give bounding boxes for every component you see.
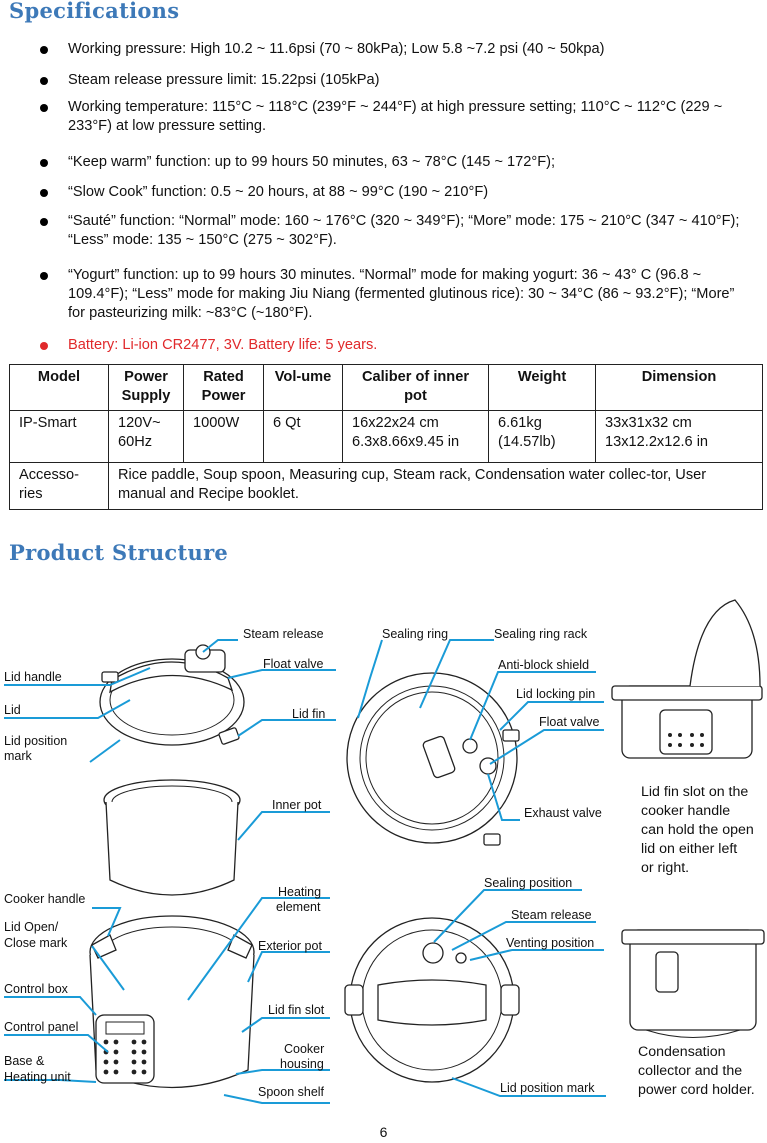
bullet-icon — [40, 218, 48, 226]
bullet-icon — [40, 46, 48, 54]
spec-item: Working temperature: 115°C ~ 118°C (239°… — [38, 98, 753, 136]
table-header: Power Supply — [108, 364, 184, 411]
product-structure-heading: Product Structure — [9, 540, 229, 565]
table-header-row: Model Power Supply Rated Power Vol-ume C… — [9, 364, 763, 411]
label-control-box: Control box — [4, 982, 69, 996]
label-lid-open-close-2: Close mark — [4, 936, 68, 950]
bullet-icon — [40, 77, 48, 85]
table-cell-volume: 6 Qt — [263, 410, 343, 463]
specifications-table: Model Power Supply Rated Power Vol-ume C… — [9, 364, 763, 510]
label-venting-position: Venting position — [506, 936, 594, 950]
bullet-icon — [40, 342, 48, 350]
spec-item: “Sauté” function: “Normal” mode: 160 ~ 1… — [38, 212, 753, 250]
table-cell-accessories-value: Rice paddle, Soup spoon, Measuring cup, … — [108, 462, 763, 510]
table-header: Model — [9, 364, 109, 411]
label-exhaust-valve: Exhaust valve — [524, 806, 602, 820]
label-steam-release: Steam release — [243, 627, 324, 641]
label-lid-handle: Lid handle — [4, 670, 62, 684]
table-cell-power-supply: 120V~ 60Hz — [108, 410, 184, 463]
table-row-accessories: Accesso-ries Rice paddle, Soup spoon, Me… — [9, 462, 763, 510]
label-base-heating: Base & — [4, 1054, 45, 1068]
label-cooker-handle: Cooker handle — [4, 892, 85, 906]
label-lid-position-mark-full: Lid position mark — [500, 1081, 595, 1095]
table-header: Vol-ume — [263, 364, 343, 411]
bullet-icon — [40, 104, 48, 112]
label-anti-block-shield: Anti-block shield — [498, 658, 589, 672]
label-sealing-ring-rack: Sealing ring rack — [494, 627, 588, 641]
callout-lines — [4, 639, 606, 1104]
table-row: IP-Smart 120V~ 60Hz 1000W 6 Qt 16x22x24 … — [9, 410, 763, 463]
label-lid: Lid — [4, 703, 21, 717]
label-steam-release-2: Steam release — [511, 908, 592, 922]
spec-item: “Keep warm” function: up to 99 hours 50 … — [38, 153, 753, 172]
label-spoon-shelf: Spoon shelf — [258, 1085, 325, 1099]
label-control-panel: Control panel — [4, 1020, 78, 1034]
label-lid-locking-pin: Lid locking pin — [516, 687, 595, 701]
lid-underside-illustration — [346, 672, 520, 846]
closed-cooker-illustration — [344, 917, 520, 1083]
spec-item-battery: Battery: Li-ion CR2477, 3V. Battery life… — [38, 336, 753, 355]
table-cell-rated-power: 1000W — [183, 410, 264, 463]
table-cell-weight: 6.61kg(14.57lb) — [488, 410, 596, 463]
condensation-note: Condensation collector and the power cor… — [638, 1044, 755, 1098]
label-lid-open-close: Lid Open/ — [4, 920, 59, 934]
label-float-valve-2: Float valve — [539, 715, 599, 729]
table-header: Rated Power — [183, 364, 264, 411]
label-sealing-position: Sealing position — [484, 876, 572, 890]
spec-item: “Slow Cook” function: 0.5 ~ 20 hours, at… — [38, 183, 753, 202]
spec-item: Working pressure: High 10.2 ~ 11.6psi (7… — [38, 40, 753, 59]
label-lid-position-mark-2: mark — [4, 749, 33, 763]
label-heating-element-2: element — [276, 900, 321, 914]
bullet-icon — [40, 159, 48, 167]
page-number: 6 — [379, 1124, 388, 1140]
table-cell-accessories-label: Accesso-ries — [9, 462, 109, 510]
specifications-heading: Specifications — [9, 0, 180, 23]
bullet-icon — [40, 272, 48, 280]
bullet-icon — [40, 189, 48, 197]
product-structure-diagram: Steam release Float valve Lid handle Lid… — [4, 599, 765, 1104]
label-lid-fin-slot: Lid fin slot — [268, 1003, 325, 1017]
spec-item: Steam release pressure limit: 15.22psi (… — [38, 71, 753, 90]
table-header: Caliber of inner pot — [342, 364, 489, 411]
lid-fin-slot-note: Lid fin slot on the cooker handle can ho… — [641, 784, 754, 876]
lid-illustration — [99, 644, 245, 746]
label-sealing-ring: Sealing ring — [382, 627, 448, 641]
label-heating-element: Heating — [278, 885, 321, 899]
label-float-valve: Float valve — [263, 657, 323, 671]
condensation-collector-illustration — [621, 929, 765, 1038]
label-lid-position-mark: Lid position — [4, 734, 67, 748]
label-exterior-pot: Exterior pot — [258, 939, 322, 953]
open-lid-cooker-illustration — [611, 599, 763, 759]
label-lid-fin: Lid fin — [292, 707, 325, 721]
label-cooker-housing: Cooker — [284, 1042, 324, 1056]
diagram-labels: Steam release Float valve Lid handle Lid… — [4, 627, 602, 1099]
label-base-heating-2: Heating unit — [4, 1070, 71, 1084]
label-inner-pot: Inner pot — [272, 798, 322, 812]
spec-item: “Yogurt” function: up to 99 hours 30 min… — [38, 266, 753, 323]
table-cell-model: IP-Smart — [9, 410, 109, 463]
inner-pot-illustration — [103, 779, 241, 896]
table-header: Dimension — [595, 364, 763, 411]
control-panel-buttons — [103, 1039, 147, 1075]
cooker-body-illustration — [89, 915, 255, 1089]
table-header: Weight — [488, 364, 596, 411]
label-cooker-housing-2: housing — [280, 1057, 324, 1071]
